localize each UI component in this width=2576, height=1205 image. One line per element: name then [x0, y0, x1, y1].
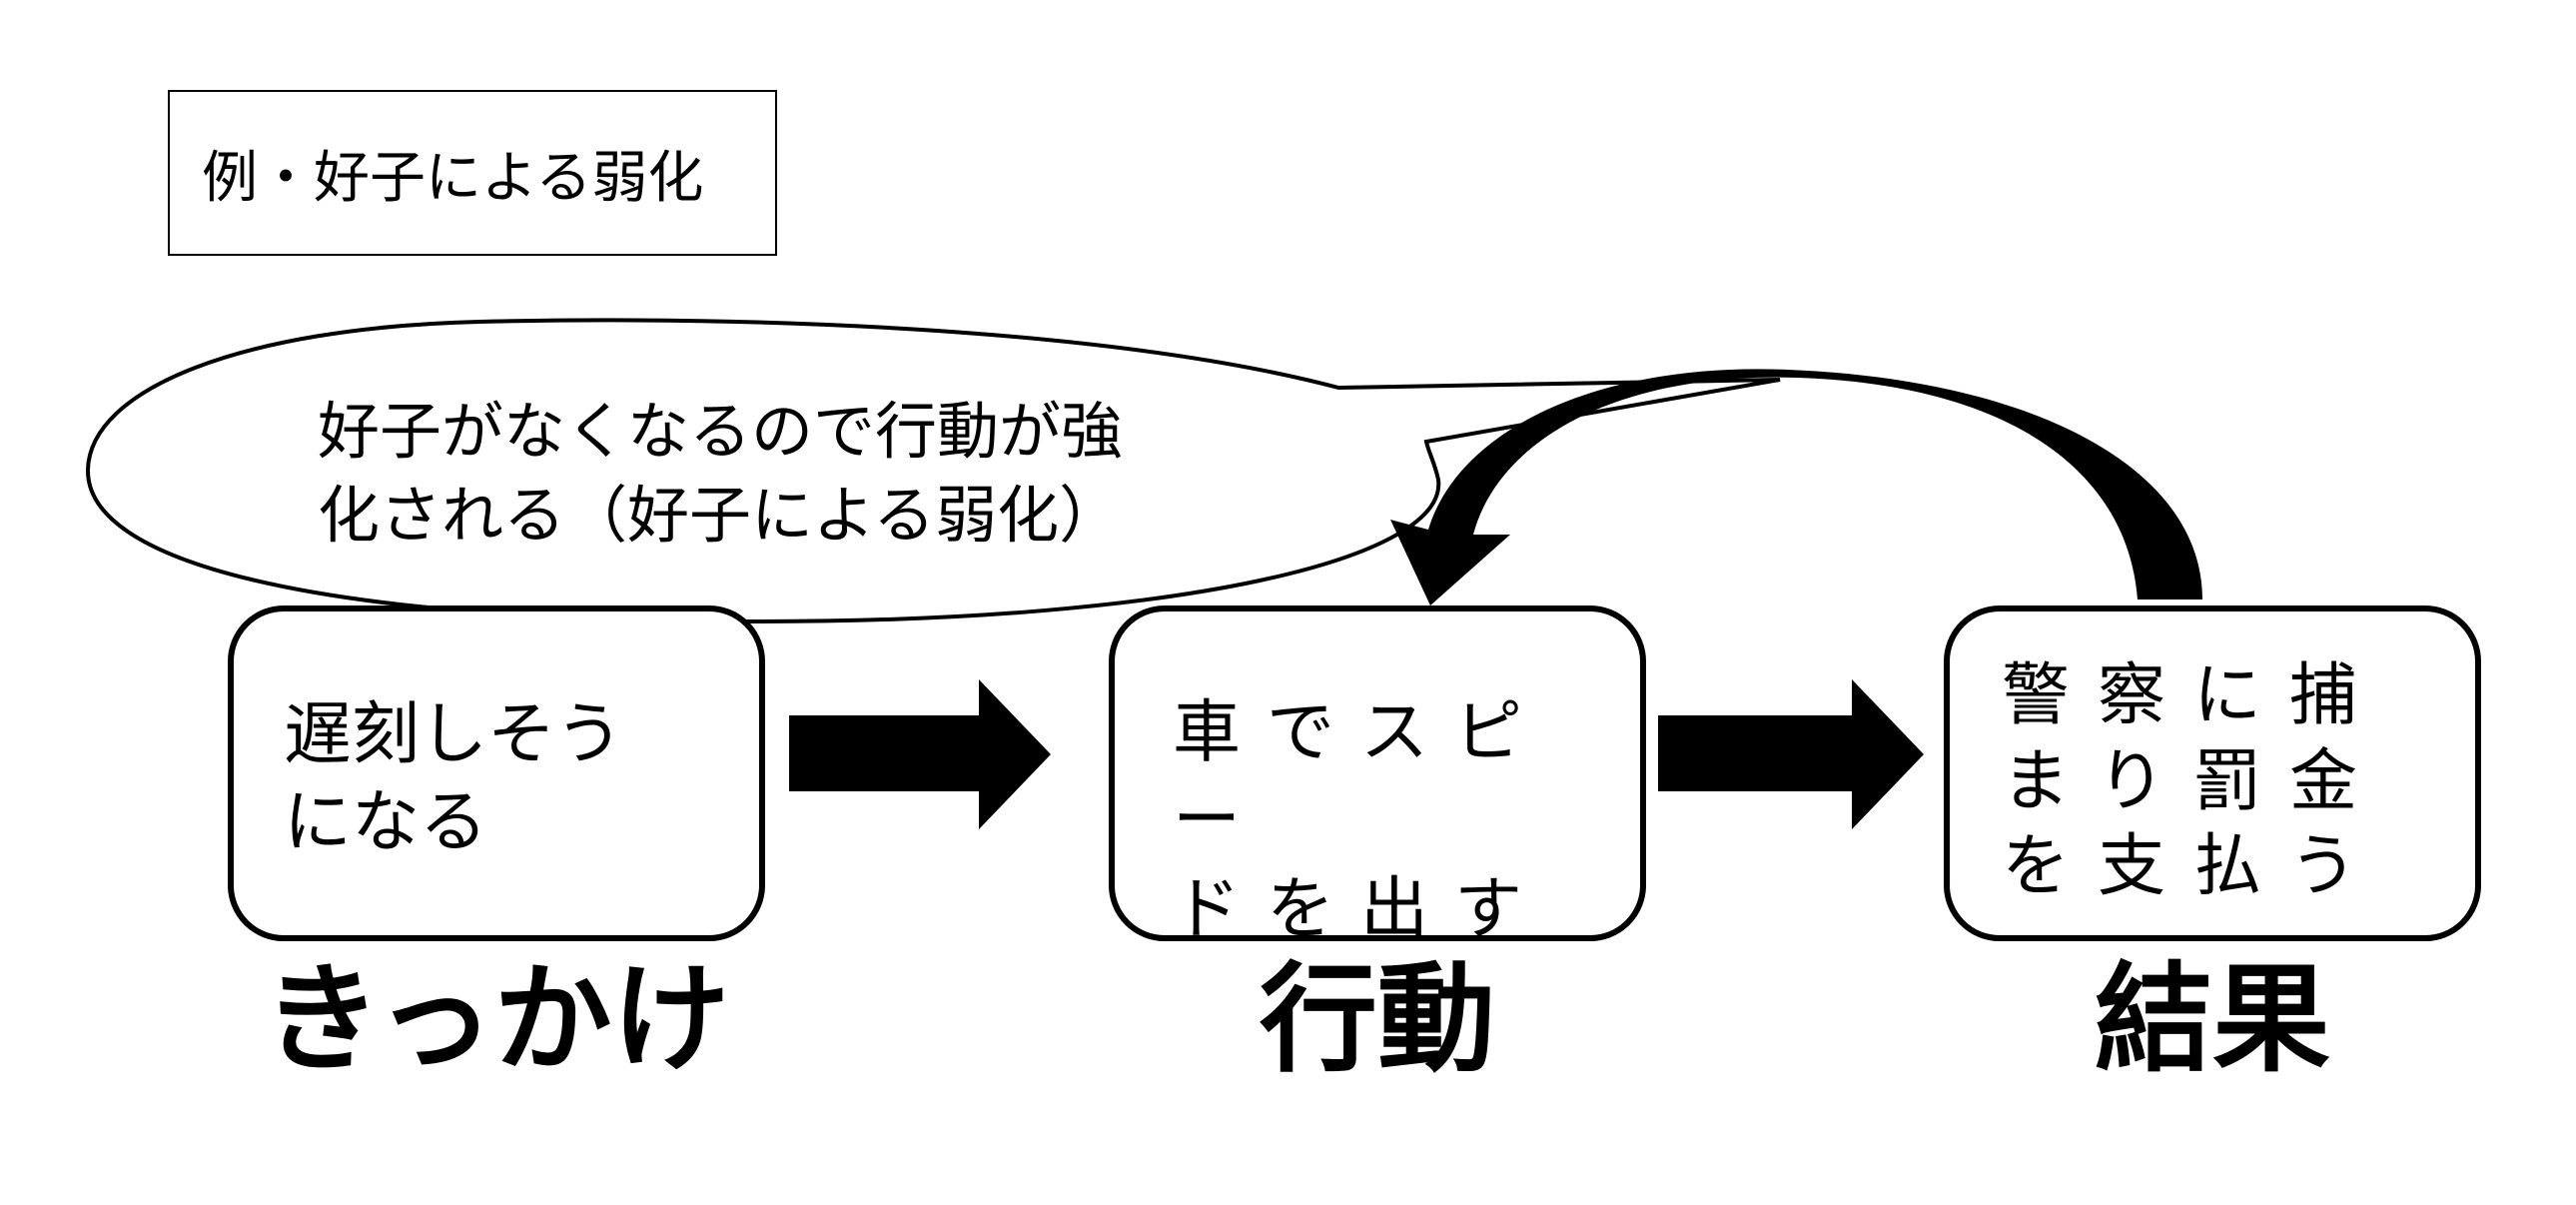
behavior-text: 車でスピー ドを出す: [1173, 693, 1549, 949]
speech-bubble: [85, 318, 1781, 624]
behavior-box: 車でスピー ドを出す: [1109, 605, 1646, 949]
arrow-koudou-to-kekka: [1658, 679, 1924, 829]
title-text: 例・好子による弱化: [202, 145, 704, 211]
bubble-text: 好子がなくなるので行動が強 化される（好子による弱化）: [318, 395, 1124, 552]
consequence-label: 結果: [2094, 950, 2330, 1088]
trigger-label: きっかけ: [263, 950, 730, 1088]
consequence-text: 警察に捕まり罰金を支払う: [2002, 656, 2386, 907]
behavior-label: 行動: [1259, 950, 1495, 1088]
trigger-text: 遅刻しそう になる: [284, 695, 624, 863]
arrow-kikkake-to-koudou: [789, 679, 1051, 829]
title-box: 例・好子による弱化: [168, 90, 777, 256]
consequence-box: 警察に捕まり罰金を支払う: [1944, 605, 2481, 941]
trigger-box: 遅刻しそう になる: [228, 605, 765, 941]
